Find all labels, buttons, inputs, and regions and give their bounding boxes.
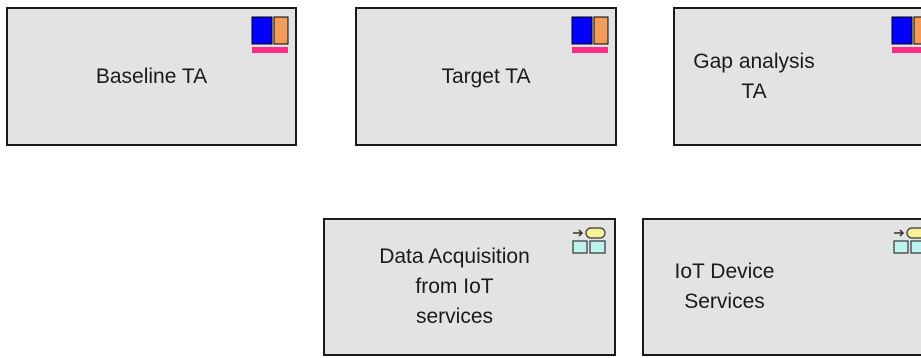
iot-device-services-label: IoT Device Services — [674, 260, 775, 313]
application-service-icon — [893, 227, 921, 254]
deliverable-icon — [251, 16, 289, 53]
iot-device-services-box[interactable]: IoT Device Services — [642, 218, 921, 356]
application-service-icon — [572, 227, 606, 254]
target-ta-box[interactable]: Target TA — [355, 7, 617, 146]
target-ta-label: Target TA — [441, 64, 531, 88]
deliverable-icon — [891, 16, 921, 53]
gap-analysis-ta-box[interactable]: Gap analysis TA — [673, 7, 921, 146]
gap-analysis-ta-label: Gap analysis TA — [693, 49, 815, 103]
baseline-ta-label: Baseline TA — [95, 64, 208, 88]
data-acquisition-box[interactable]: Data Acquisition from IoT services — [323, 218, 616, 356]
data-acquisition-label: Data Acquisition from IoT services — [379, 245, 530, 328]
deliverable-icon — [571, 16, 609, 53]
baseline-ta-box[interactable]: Baseline TA — [6, 7, 297, 146]
